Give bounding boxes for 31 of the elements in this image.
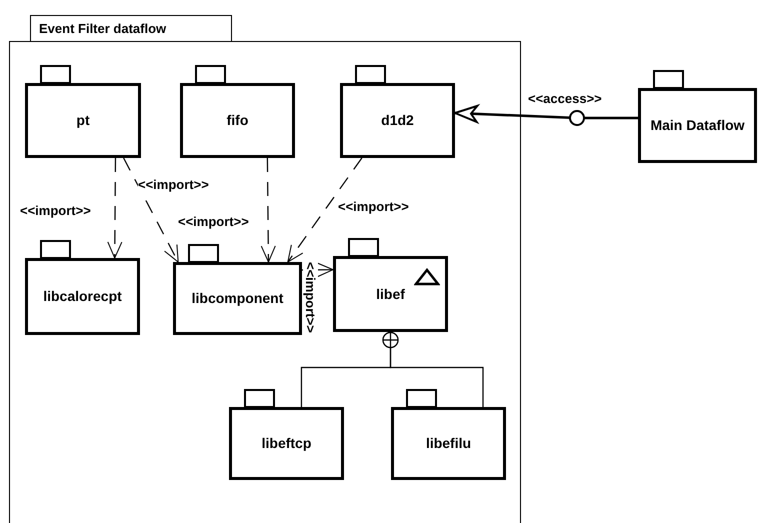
dependency-arrow <box>123 158 179 262</box>
package-box <box>340 65 455 158</box>
arrow <box>454 104 638 126</box>
package-box <box>333 238 448 332</box>
edge-label: <<import>> <box>20 203 91 218</box>
dependency-arrow <box>107 158 122 258</box>
containment-line <box>382 332 484 407</box>
package-name: Main Dataflow <box>650 116 745 135</box>
package-box <box>25 65 141 158</box>
package-name: pt <box>76 111 90 130</box>
package-name: d1d2 <box>381 111 414 130</box>
edge-label: <<import>> <box>138 177 209 192</box>
package-box <box>180 65 295 158</box>
edge-label: <<import>> <box>303 262 318 333</box>
package-name: libcalorecpt <box>43 287 122 306</box>
package-box <box>391 389 506 480</box>
package-frame <box>9 15 521 523</box>
package-box <box>229 389 344 480</box>
dependency-arrow <box>260 158 276 262</box>
package-name: libeftcp <box>262 434 312 453</box>
package-name: libefilu <box>426 434 472 453</box>
package-name: fifo <box>226 111 248 130</box>
edge-label: <<import>> <box>178 214 249 229</box>
package-box <box>638 70 757 163</box>
package-name: libef <box>376 284 405 304</box>
dependency-arrow <box>287 158 362 262</box>
frame-title: Event Filter dataflow <box>39 20 166 38</box>
edge-label: <<import>> <box>338 199 409 214</box>
package-name: libcomponent <box>192 289 284 308</box>
package-box <box>173 244 302 335</box>
package-box <box>25 240 140 335</box>
